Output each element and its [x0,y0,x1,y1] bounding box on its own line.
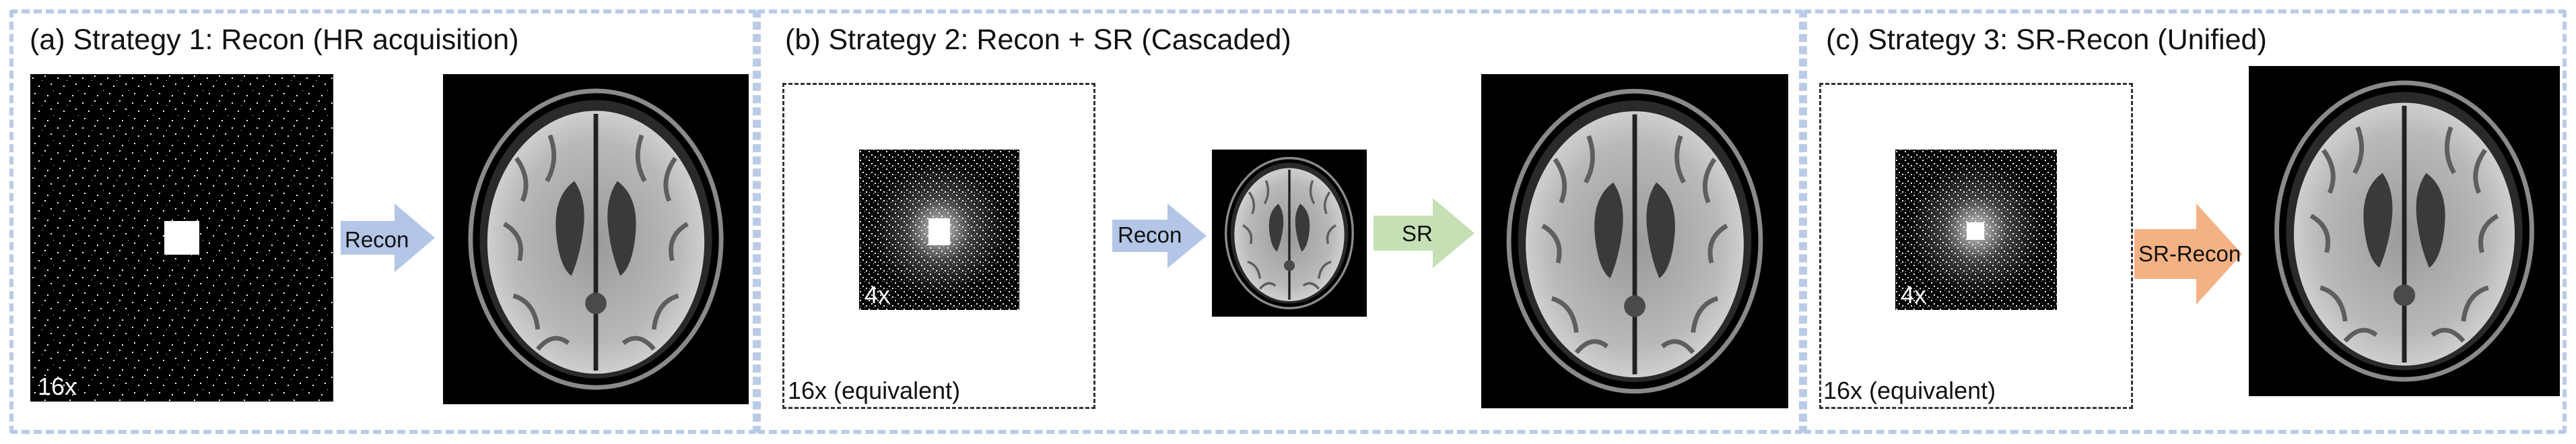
mask-4x-label: 4x [865,281,891,309]
panel-a-title: (a) Strategy 1: Recon (HR acquisition) [30,24,519,56]
mask-4x-label-c: 4x [1901,281,1927,309]
panel-c-frame [1803,9,2567,434]
equivalent-sampling-box-c [1819,83,2133,409]
recon-arrow-label: Recon [345,227,409,252]
equivalent-sampling-box [782,83,1095,409]
panel-b-frame [757,9,1803,434]
sr-arrow-label: SR [1402,221,1433,246]
sr-recon-arrow-label: SR-Recon [2138,241,2241,266]
recon-arrow [341,203,435,272]
lr-reconstruction-image [1212,150,1367,317]
recon-arrow-b-label: Recon [1118,222,1182,247]
sampling-mask-4x-c [1895,150,2057,310]
recon-arrow-b [1112,203,1207,268]
sampling-mask-16x [30,74,333,402]
unified-output-image [2249,66,2560,396]
hr-reconstruction-image [443,74,749,404]
mask-acceleration-label: 16x [38,373,77,400]
panel-c-title: (c) Strategy 3: SR-Recon (Unified) [1826,24,2267,56]
sampling-mask-4x [859,150,1019,310]
sr-arrow [1374,198,1475,268]
panel-b-title: (b) Strategy 2: Recon + SR (Cascaded) [785,24,1291,56]
panel-a-frame [9,9,757,434]
equivalent-label-c: 16x (equivalent) [1823,377,1996,404]
sr-output-image [1481,74,1788,408]
equivalent-label: 16x (equivalent) [788,377,961,404]
sr-recon-arrow [2134,203,2242,305]
